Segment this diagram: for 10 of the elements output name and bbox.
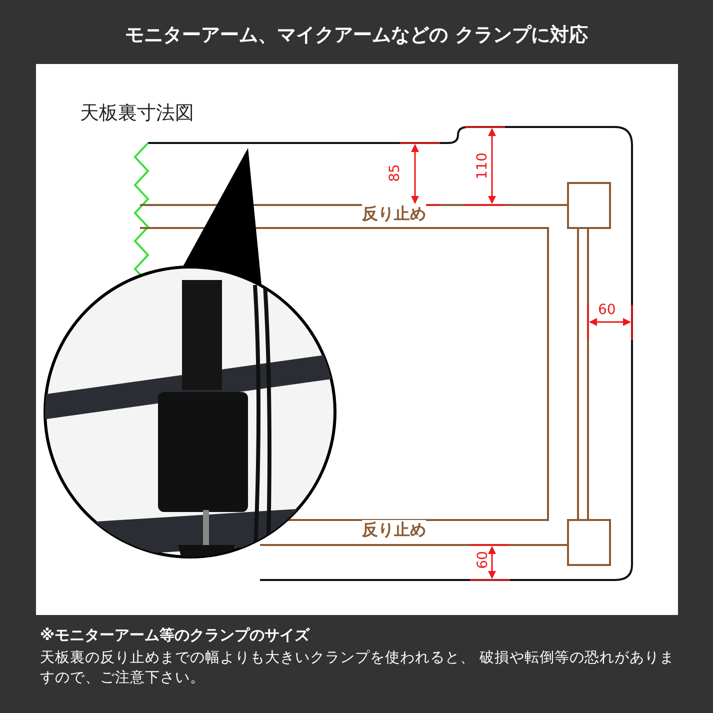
dimension-label: 110	[474, 152, 490, 180]
note-text: 天板裏の反り止めまでの幅よりも大きいクランプを使われると、 破損や転倒等の恐れがありますので、ご注意下さい。	[40, 648, 676, 688]
dimension-label: 60	[598, 302, 616, 318]
dimension-label: 85	[386, 164, 403, 182]
dimension-label: 60	[474, 551, 491, 569]
title: モニターアーム、マイクアームなどの クランプに対応	[124, 23, 589, 48]
part-label: 反り止め	[362, 204, 426, 225]
drawing-title: 天板裏寸法図	[80, 101, 194, 126]
note-heading: ※モニターアーム等のクランプのサイズ	[40, 626, 310, 645]
part-label: 反り止め	[362, 520, 426, 541]
